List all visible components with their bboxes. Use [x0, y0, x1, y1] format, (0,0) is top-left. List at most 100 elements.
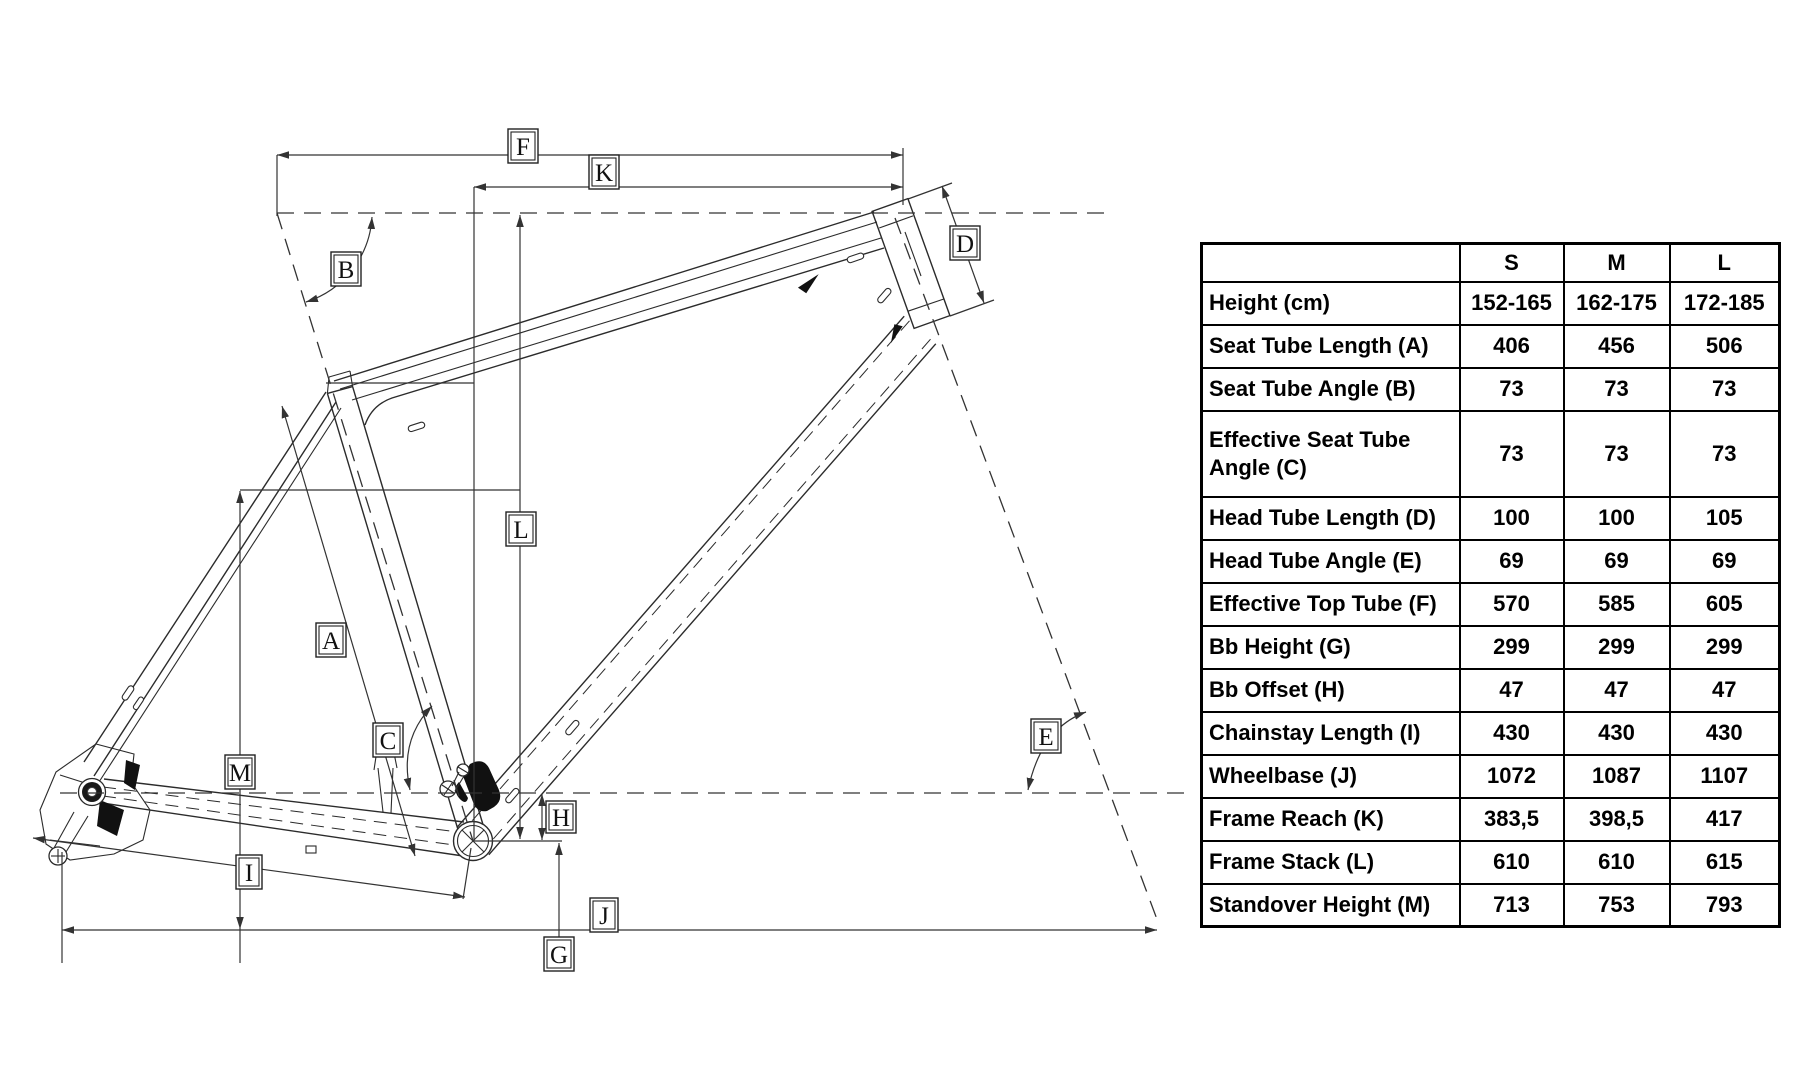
spec-value: 73: [1458, 366, 1565, 412]
spec-value: 299: [1668, 624, 1781, 670]
spec-value: 615: [1668, 839, 1781, 885]
dimension-callouts: F K B D L A C: [224, 128, 1062, 972]
spec-value: 105: [1668, 495, 1781, 541]
spec-value: 152-165: [1458, 280, 1565, 326]
spec-value: 100: [1458, 495, 1565, 541]
dim-label-J: J: [589, 897, 619, 933]
spec-label: Head Tube Length (D): [1200, 495, 1461, 541]
spec-label: Height (cm): [1200, 280, 1461, 326]
spec-label: Wheelbase (J): [1200, 753, 1461, 799]
spec-value: 1107: [1668, 753, 1781, 799]
spec-label: Standover Height (M): [1200, 882, 1461, 928]
spec-label: Head Tube Angle (E): [1200, 538, 1461, 584]
dim-label-L: L: [505, 511, 537, 547]
spec-value: 456: [1562, 323, 1671, 369]
spec-value: 605: [1668, 581, 1781, 627]
spec-value: 430: [1668, 710, 1781, 756]
spec-value: 299: [1458, 624, 1565, 670]
spec-value: 100: [1562, 495, 1671, 541]
spec-label: Bb Offset (H): [1200, 667, 1461, 713]
dim-letter: C: [380, 728, 397, 755]
spec-value: 73: [1668, 366, 1781, 412]
spec-value: 430: [1562, 710, 1671, 756]
dim-label-F: F: [507, 128, 539, 164]
spec-value: 753: [1562, 882, 1671, 928]
size-column-header-S: S: [1458, 242, 1565, 283]
spec-column-header: [1200, 242, 1461, 283]
frame-geometry-diagram: F K B D L A C: [32, 128, 1185, 972]
spec-value: 73: [1562, 366, 1671, 412]
spec-value: 793: [1668, 882, 1781, 928]
bike-frame-drawing: [39, 197, 951, 866]
spec-value: 398,5: [1562, 796, 1671, 842]
spec-value: 406: [1458, 323, 1565, 369]
spec-label: Effective Top Tube (F): [1200, 581, 1461, 627]
spec-label: Frame Reach (K): [1200, 796, 1461, 842]
dim-label-E: E: [1030, 718, 1062, 754]
size-column-header-L: L: [1668, 242, 1781, 283]
dim-letter: L: [513, 517, 528, 544]
spec-value: 69: [1458, 538, 1565, 584]
dim-letter: F: [516, 134, 530, 161]
spec-value: 585: [1562, 581, 1671, 627]
spec-label: Frame Stack (L): [1200, 839, 1461, 885]
dim-letter: K: [595, 160, 613, 187]
dim-label-C: C: [372, 722, 404, 758]
spec-label: Bb Height (G): [1200, 624, 1461, 670]
spec-label: Seat Tube Length (A): [1200, 323, 1461, 369]
spec-label: Seat Tube Angle (B): [1200, 366, 1461, 412]
dim-label-A: A: [315, 622, 347, 658]
spec-value: 47: [1668, 667, 1781, 713]
spec-label: Effective Seat Tube Angle (C): [1200, 409, 1461, 498]
spec-label: Chainstay Length (I): [1200, 710, 1461, 756]
spec-value: 570: [1458, 581, 1565, 627]
dim-label-G: G: [543, 936, 575, 972]
spec-value: 713: [1458, 882, 1565, 928]
dim-letter: D: [956, 231, 974, 258]
spec-value: 610: [1562, 839, 1671, 885]
spec-value: 1072: [1458, 753, 1565, 799]
dim-letter: E: [1038, 724, 1053, 751]
dim-letter: H: [552, 805, 570, 832]
dim-letter: M: [229, 760, 251, 787]
spec-value: 47: [1562, 667, 1671, 713]
dim-letter: G: [550, 942, 568, 969]
dim-letter: J: [599, 903, 609, 930]
spec-value: 162-175: [1562, 280, 1671, 326]
dim-letter: A: [322, 628, 340, 655]
spec-value: 383,5: [1458, 796, 1565, 842]
dim-letter: B: [338, 257, 355, 284]
dim-label-B: B: [330, 251, 362, 287]
spec-value: 430: [1458, 710, 1565, 756]
spec-value: 73: [1668, 409, 1781, 498]
dim-letter: I: [245, 860, 253, 887]
dim-label-K: K: [588, 154, 620, 190]
spec-value: 417: [1668, 796, 1781, 842]
spec-value: 69: [1668, 538, 1781, 584]
spec-value: 299: [1562, 624, 1671, 670]
spec-value: 1087: [1562, 753, 1671, 799]
dimension-lines: [32, 148, 1185, 963]
spec-value: 172-185: [1668, 280, 1781, 326]
spec-value: 47: [1458, 667, 1565, 713]
spec-value: 506: [1668, 323, 1781, 369]
spec-value: 610: [1458, 839, 1565, 885]
